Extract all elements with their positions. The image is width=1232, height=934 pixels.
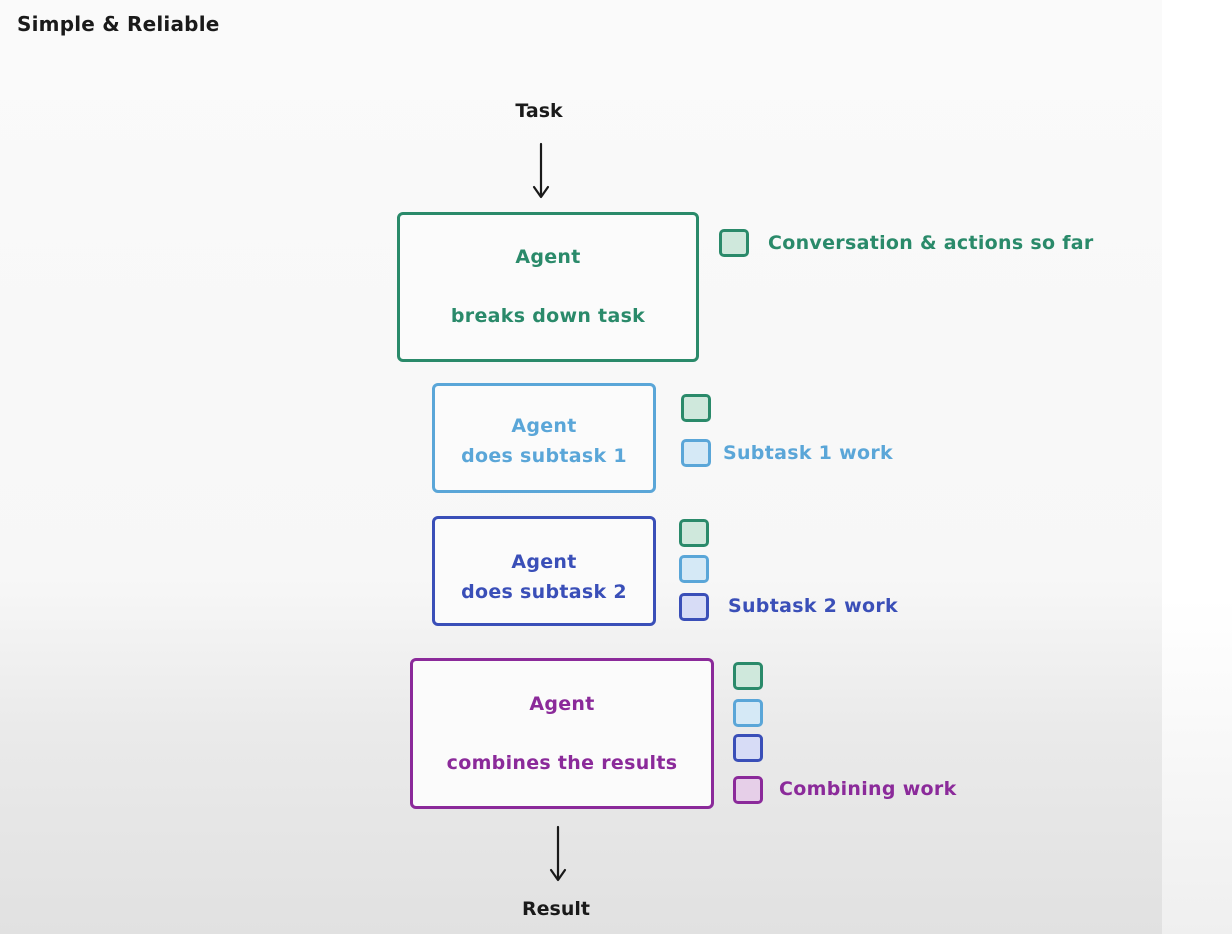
agent-label: Agent: [529, 693, 595, 715]
legend-subtask-1: Subtask 1 work: [723, 442, 893, 464]
legend-subtask-2: Subtask 2 work: [728, 595, 898, 617]
result-arrow: [549, 825, 567, 882]
agent-action: combines the results: [446, 752, 678, 774]
agent-label: Agent: [515, 246, 581, 268]
context-square-light-blue: [733, 699, 763, 727]
agent-label: Agent: [511, 415, 577, 437]
agent-action: does subtask 1: [461, 445, 627, 467]
agent-box-combine: Agent combines the results: [410, 658, 714, 809]
task-label: Task: [515, 100, 563, 122]
context-square-blue: [733, 734, 763, 762]
page-title: Simple & Reliable: [17, 12, 220, 36]
context-square-green: [733, 662, 763, 690]
legend-conversation: Conversation & actions so far: [768, 232, 1094, 254]
context-square-green: [719, 229, 749, 257]
agent-box-subtask-1: Agent does subtask 1: [432, 383, 656, 493]
task-arrow: [532, 142, 550, 199]
legend-combining: Combining work: [779, 778, 957, 800]
agent-box-breakdown: Agent breaks down task: [397, 212, 699, 362]
context-square-light-blue: [679, 555, 709, 583]
agent-box-subtask-2: Agent does subtask 2: [432, 516, 656, 626]
context-square-blue: [679, 593, 709, 621]
context-square-light-blue: [681, 439, 711, 467]
agent-action: breaks down task: [450, 305, 646, 327]
right-margin-strip: [1162, 0, 1232, 934]
agent-action: does subtask 2: [461, 581, 627, 603]
context-square-purple: [733, 776, 763, 804]
agent-label: Agent: [511, 551, 577, 573]
result-label: Result: [522, 898, 590, 920]
context-square-green: [679, 519, 709, 547]
context-square-green: [681, 394, 711, 422]
